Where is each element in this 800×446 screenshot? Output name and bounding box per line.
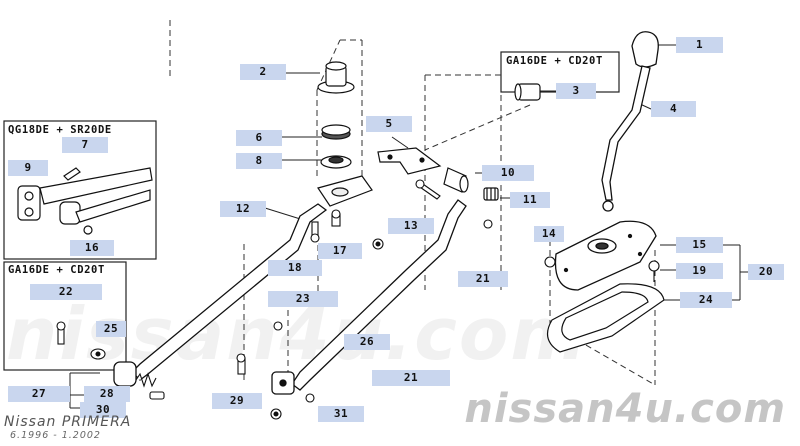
watermark-small: nissan4u.com (464, 386, 786, 432)
callout-28: 28 (84, 386, 130, 402)
callout-31: 31 (318, 406, 364, 422)
callout-17: 17 (318, 243, 362, 259)
callout-29: 29 (212, 393, 262, 409)
callout-4: 4 (651, 101, 696, 117)
callout-27: 27 (8, 386, 70, 402)
callout-9: 9 (8, 160, 48, 176)
callout-5: 5 (366, 116, 412, 132)
box-title-left-lower: GA16DE + CD20T (8, 264, 105, 276)
callout-24: 24 (680, 292, 732, 308)
vehicle-name: Nissan PRIMERA (4, 414, 132, 430)
vehicle-years: 6.1996 - 1.2002 (10, 430, 101, 441)
callout-11: 11 (510, 192, 550, 208)
callout-16: 16 (70, 240, 114, 256)
callout-13: 13 (388, 218, 434, 234)
callout-20: 20 (748, 264, 784, 280)
box-left-upper (3, 120, 157, 260)
callout-7: 7 (62, 137, 108, 153)
callout-22: 22 (30, 284, 102, 300)
callout-21-lower: 21 (372, 370, 450, 386)
box-title-top-right: GA16DE + CD20T (506, 55, 603, 67)
box-left-lower (3, 261, 127, 371)
box-title-left-upper: QG18DE + SR20DE (8, 124, 112, 136)
callout-21-upper: 21 (458, 271, 508, 287)
callout-3: 3 (556, 83, 596, 99)
callout-18: 18 (268, 260, 322, 276)
callout-30: 30 (80, 402, 126, 418)
callout-2: 2 (240, 64, 286, 80)
callout-23: 23 (268, 291, 338, 307)
callout-25: 25 (96, 321, 126, 337)
callout-26: 26 (344, 334, 390, 350)
callout-14: 14 (534, 226, 564, 242)
callout-10: 10 (482, 165, 534, 181)
callout-1: 1 (676, 37, 723, 53)
callout-12: 12 (220, 201, 266, 217)
callout-19: 19 (676, 263, 723, 279)
callout-6: 6 (236, 130, 282, 146)
callout-15: 15 (676, 237, 723, 253)
callout-8: 8 (236, 153, 282, 169)
